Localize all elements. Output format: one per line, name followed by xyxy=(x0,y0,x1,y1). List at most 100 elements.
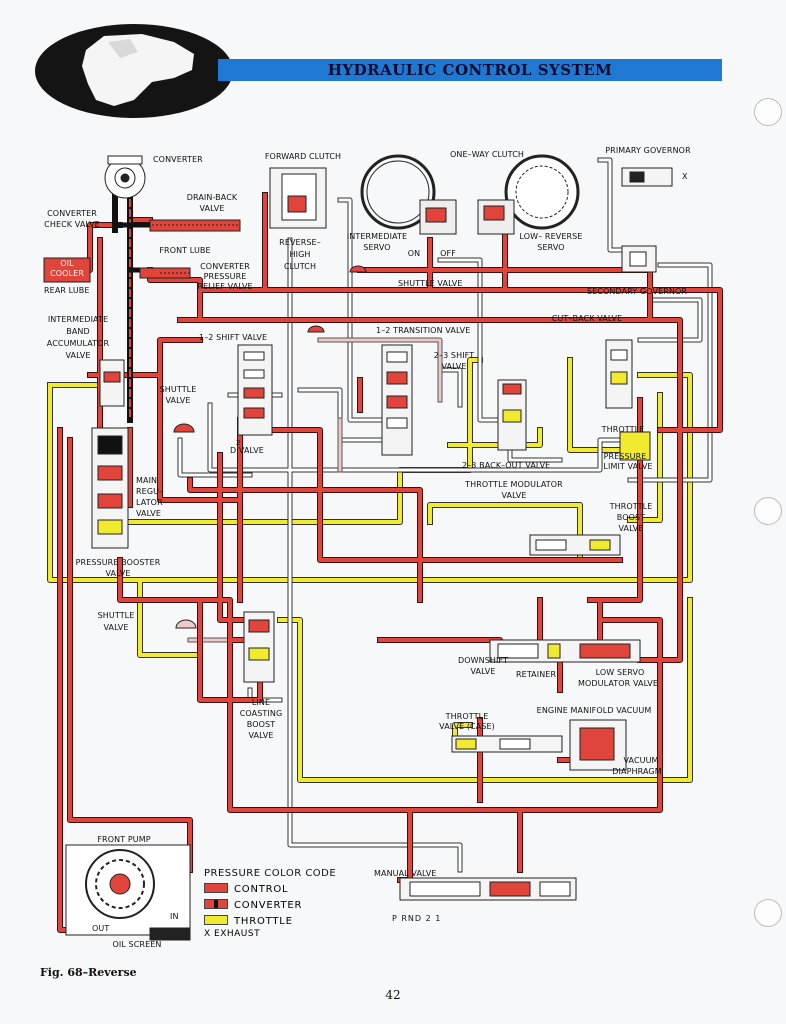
label-main-reg-2: REGU– xyxy=(136,487,164,496)
label-rev-high-3: CLUTCH xyxy=(283,262,317,271)
label-d2-valve: D VALVE xyxy=(230,446,264,455)
legend-swatch-converter xyxy=(204,899,228,909)
label-cut-back: CUT–BACK VALVE xyxy=(551,314,623,323)
legend-item-converter: CONVERTER xyxy=(204,899,302,911)
pressure-limit-valve xyxy=(619,431,651,461)
legend-exhaust: X EXHAUST xyxy=(204,929,261,939)
legend-title: PRESSURE COLOR CODE xyxy=(204,868,337,879)
one-way-clutch xyxy=(504,154,580,230)
label-vacuum-1: VACUUM xyxy=(623,756,659,765)
label-rear-lube: REAR LUBE xyxy=(44,286,90,295)
label-drain-back-1: DRAIN-BACK xyxy=(186,193,238,202)
legend-item-control: CONTROL xyxy=(204,883,288,895)
label-one-way-clutch: ONE–WAY CLUTCH xyxy=(449,150,524,159)
label-main-reg-1: MAIN xyxy=(136,476,158,485)
label-accum-4: VALVE xyxy=(65,351,91,360)
label-pressure-limit-2: LIMIT VALVE xyxy=(603,462,653,471)
label-pump-in: IN xyxy=(170,912,179,921)
label-accum-1: INTERMEDIATE xyxy=(47,315,109,324)
label-drain-back-2: VALVE xyxy=(199,204,225,213)
label-secondary-governor: SECONDARY GOVERNOR xyxy=(586,287,688,296)
label-two-three-2: VALVE xyxy=(441,362,467,371)
label-coasting-4: VALVE xyxy=(248,731,274,740)
exhaust-x: X xyxy=(682,172,688,181)
label-front-pump: FRONT PUMP xyxy=(97,835,151,844)
label-rev-high-1: REVERSE– xyxy=(279,238,321,247)
transition-valve xyxy=(307,325,325,333)
label-throttle-boost-2: BOOST xyxy=(616,513,646,522)
label-shuttle-lower-2: VALVE xyxy=(103,623,129,632)
label-pressure-limit-1: PRESSURE xyxy=(603,452,647,461)
label-shuttle-top: SHUTTLE VALVE xyxy=(398,279,463,288)
label-front-lube: FRONT LUBE xyxy=(159,246,211,255)
label-converter-check-1: CONVERTER xyxy=(47,209,97,218)
label-downshift-2: VALVE xyxy=(470,667,496,676)
label-converter: CONVERTER xyxy=(153,155,203,164)
title-banner xyxy=(218,59,722,81)
label-downshift-1: DOWNSHIFT xyxy=(457,656,509,665)
figure-caption: Fig. 68–Reverse xyxy=(40,966,137,979)
label-accum-2: BAND xyxy=(66,327,90,336)
label-converter-check-2: CHECK VALVE xyxy=(44,220,100,229)
shuttle-valve-top xyxy=(349,265,367,273)
legend-swatch-control xyxy=(204,883,228,893)
oil-screen xyxy=(149,927,191,941)
label-prnd21: P RND 2 1 xyxy=(392,914,442,923)
label-transition: 1–2 TRANSITION VALVE xyxy=(376,326,471,335)
drain-back-valve xyxy=(149,219,241,232)
label-tv-case-1: THROTTLE xyxy=(445,712,489,721)
label-rev-high-2: HIGH xyxy=(289,250,311,259)
label-coasting-1: LINE xyxy=(251,698,271,707)
label-int-servo-1: INTERMEDIATE xyxy=(346,232,408,241)
label-oil-cooler-1: OIL xyxy=(60,259,74,268)
label-relief-1: CONVERTER xyxy=(200,262,250,271)
transmission-logo xyxy=(35,24,233,118)
oil-cooler-box xyxy=(43,257,91,283)
label-low-servo-mod-2: MODULATOR VALVE xyxy=(577,679,659,688)
label-one-two-shift: 1–2 SHIFT VALVE xyxy=(199,333,268,342)
label-shuttle-left-2: VALVE xyxy=(165,396,191,405)
punch-hole xyxy=(754,98,782,126)
label-manifold-vacuum: ENGINE MANIFOLD VACUUM xyxy=(536,706,652,715)
label-coasting-3: BOOST xyxy=(246,720,276,729)
label-shuttle-lower-1: SHUTTLE xyxy=(97,611,135,620)
label-pump-out: OUT xyxy=(92,924,110,933)
label-throttle-boost-1: THROTTLE xyxy=(609,502,653,511)
label-manual-valve: MANUAL VALVE xyxy=(374,869,437,878)
label-shuttle-left-1: SHUTTLE xyxy=(159,385,197,394)
legend-label-control: CONTROL xyxy=(234,884,289,895)
label-booster-2: VALVE xyxy=(105,569,131,578)
legend-label-converter: CONVERTER xyxy=(234,900,303,911)
label-two-three-1: 2–3 SHIFT xyxy=(433,351,475,360)
punch-hole xyxy=(754,497,782,525)
legend-swatch-throttle xyxy=(204,915,228,925)
legend-label-throttle: THROTTLE xyxy=(234,916,293,927)
label-int-servo-2: SERVO xyxy=(363,243,391,252)
label-relief-2: PRESSURE xyxy=(203,272,247,281)
label-oil-screen: OIL SCREEN xyxy=(112,940,162,949)
label-booster-1: PRESSURE BOOSTER xyxy=(75,558,161,567)
components xyxy=(43,154,673,941)
label-accum-3: ACCUMULATOR xyxy=(46,339,110,348)
label-low-servo-mod-1: LOW SERVO xyxy=(595,668,645,677)
label-main-reg-3: LATOR xyxy=(136,498,163,507)
label-vacuum-2: DIAPHRAGM xyxy=(612,767,662,776)
label-throttle-mod-2: VALVE xyxy=(501,491,527,500)
page-title: HYDRAULIC CONTROL SYSTEM xyxy=(327,61,613,79)
label-retainer: RETAINER xyxy=(516,670,557,679)
label-low-rev-2: SERVO xyxy=(537,243,565,252)
label-throttle-boost-3: VALVE xyxy=(618,524,644,533)
label-tv-case-2: VALVE (CASE) xyxy=(439,722,495,731)
page-number: 42 xyxy=(385,988,401,1002)
label-on: ON xyxy=(407,249,421,258)
label-off: OFF xyxy=(440,249,456,258)
punch-hole xyxy=(754,899,782,927)
label-throttle-top: THROTTLE xyxy=(601,425,645,434)
label-d2-super: 2 xyxy=(236,439,241,447)
label-coasting-2: COASTING xyxy=(239,709,283,718)
intermediate-band xyxy=(360,154,436,230)
accumulator-valve xyxy=(99,359,125,407)
label-relief-3: RELIEF VALVE xyxy=(197,282,253,291)
